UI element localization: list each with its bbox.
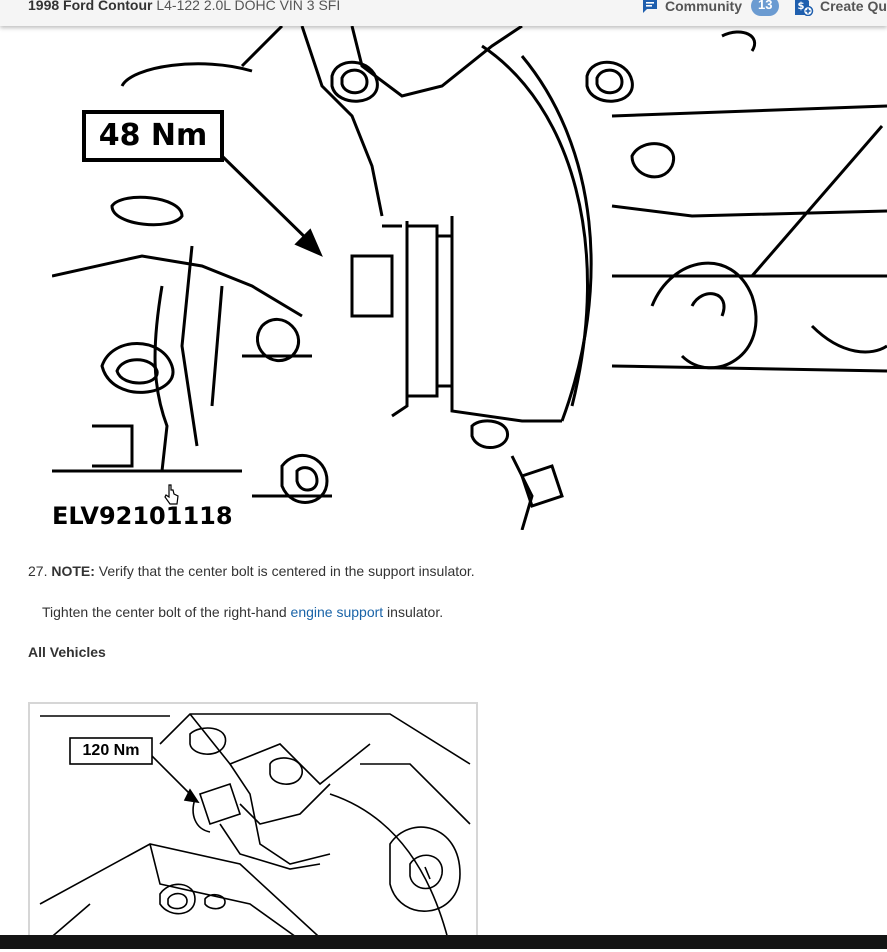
step-27-instruction: Tighten the center bolt of the right-han… (42, 604, 443, 620)
torque-label-120nm: 120 Nm (82, 742, 140, 759)
svg-text:$: $ (798, 1, 805, 12)
community-label: Community (665, 0, 742, 14)
figure-id-label: ELV92101118 (52, 502, 233, 530)
section-heading-all-vehicles: All Vehicles (28, 644, 106, 660)
instruction-prefix: Tighten the center bolt of the right-han… (42, 604, 291, 620)
torque-label-48nm: 48 Nm (98, 118, 208, 153)
vehicle-engine: L4-122 2.0L DOHC VIN 3 SFI (156, 0, 341, 13)
vehicle-make-model: 1998 Ford Contour (28, 0, 153, 13)
note-text: Verify that the center bolt is centered … (94, 563, 475, 579)
center-bolt-diagram: 120 Nm (28, 702, 478, 949)
community-count-badge: 13 (751, 0, 780, 16)
top-header-bar: 1998 Ford Contour L4-122 2.0L DOHC VIN 3… (0, 0, 887, 26)
mouse-cursor-icon (164, 484, 179, 505)
taskbar-strip (0, 935, 887, 949)
step-number: 27. (28, 563, 48, 579)
chat-icon (643, 0, 657, 13)
engine-support-link[interactable]: engine support (290, 604, 384, 620)
community-button[interactable]: Community 13 (641, 0, 780, 16)
vehicle-title: 1998 Ford Contour L4-122 2.0L DOHC VIN 3… (28, 0, 340, 13)
note-label: NOTE: (51, 563, 95, 579)
engine-mount-diagram: 48 Nm ELV92101118 (51, 24, 887, 531)
create-quote-button[interactable]: $ Create Quo (792, 0, 887, 16)
instruction-suffix: insulator. (383, 604, 444, 620)
quote-icon: $ (795, 0, 814, 16)
create-quote-label: Create Quo (820, 0, 887, 14)
step-27-note: 27. NOTE: Verify that the center bolt is… (28, 563, 475, 579)
